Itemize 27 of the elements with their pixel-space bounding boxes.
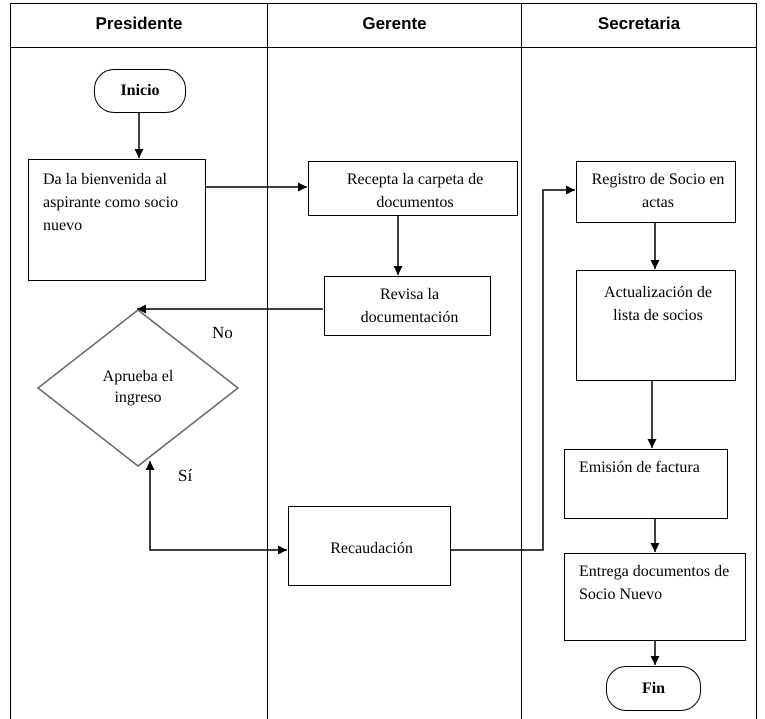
decision-text: Aprueba el ingreso (102, 367, 174, 408)
process-box: Recepta la carpeta de documentos (308, 161, 518, 216)
lane-header: Gerente (362, 14, 427, 34)
arrow (394, 215, 402, 275)
process-box: Recaudación (288, 506, 451, 586)
terminal-box: Fin (606, 666, 701, 711)
arrow (650, 518, 660, 552)
arrow (134, 112, 144, 158)
swimlane (267, 3, 521, 719)
arrow (205, 182, 307, 192)
process-box: Entrega documentos de Socio Nuevo (564, 553, 746, 641)
swimlane (10, 3, 267, 719)
arrow (137, 304, 323, 314)
arrow (650, 640, 660, 665)
terminal-box: Inicio (94, 69, 186, 113)
arrow (648, 380, 656, 448)
arrow (450, 186, 575, 551)
swimlane (521, 3, 757, 719)
lane-header: Presidente (96, 14, 182, 34)
process-box: Da la bienvenida al aspirante como socio nuevo (28, 159, 206, 281)
process-box: Actualización de lista de socios (576, 270, 736, 381)
lane-header: Secretaria (598, 14, 680, 34)
process-box: Revisa la documentación (324, 276, 491, 336)
arrow (146, 461, 287, 554)
process-box: Registro de Socio en actas (576, 161, 736, 223)
process-box: Emisión de factura (564, 449, 728, 519)
arrow (650, 222, 660, 269)
